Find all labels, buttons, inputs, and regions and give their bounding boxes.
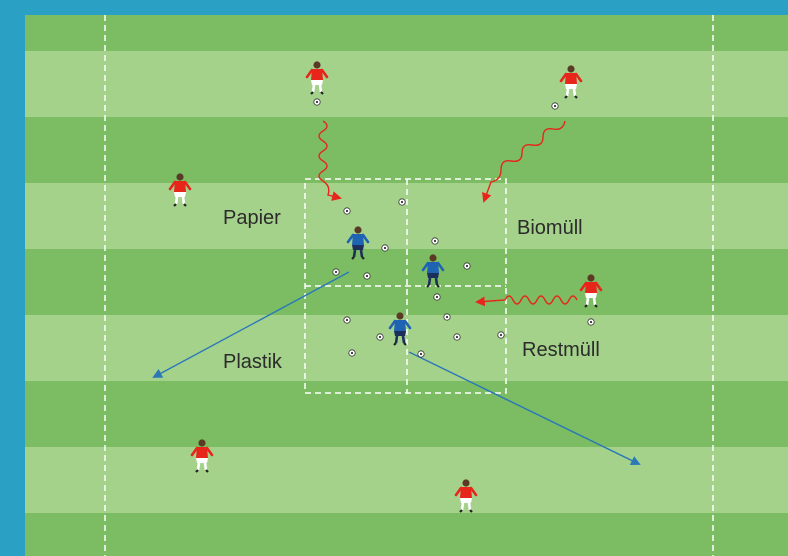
ball — [463, 262, 471, 270]
ball — [431, 237, 439, 245]
sorting-square — [304, 178, 507, 394]
ball — [587, 318, 595, 326]
zone-label-biomuell: Biomüll — [517, 217, 583, 239]
ball — [332, 268, 340, 276]
zone-label-plastik: Plastik — [223, 351, 282, 373]
ball — [343, 207, 351, 215]
ball — [443, 313, 451, 321]
zone-label-restmuell: Restmüll — [522, 339, 600, 361]
ball — [417, 350, 425, 358]
pass-arrow-left — [152, 271, 350, 378]
ball — [313, 98, 321, 106]
ball — [497, 331, 505, 339]
ball — [376, 333, 384, 341]
ball — [453, 333, 461, 341]
ball — [433, 293, 441, 301]
ball — [363, 272, 371, 280]
ball — [343, 316, 351, 324]
ball — [348, 349, 356, 357]
run-arrow-top — [318, 120, 342, 201]
zone-label-papier: Papier — [223, 207, 281, 229]
pass-arrow-right — [408, 351, 641, 465]
ball — [381, 244, 389, 252]
ball — [398, 198, 406, 206]
pitch-graphic — [25, 15, 788, 556]
run-arrow-top-right — [482, 120, 566, 203]
run-arrow-right — [475, 295, 578, 307]
training-pitch: Papier Biomüll Plastik Restmüll — [25, 15, 788, 556]
ball — [551, 102, 559, 110]
